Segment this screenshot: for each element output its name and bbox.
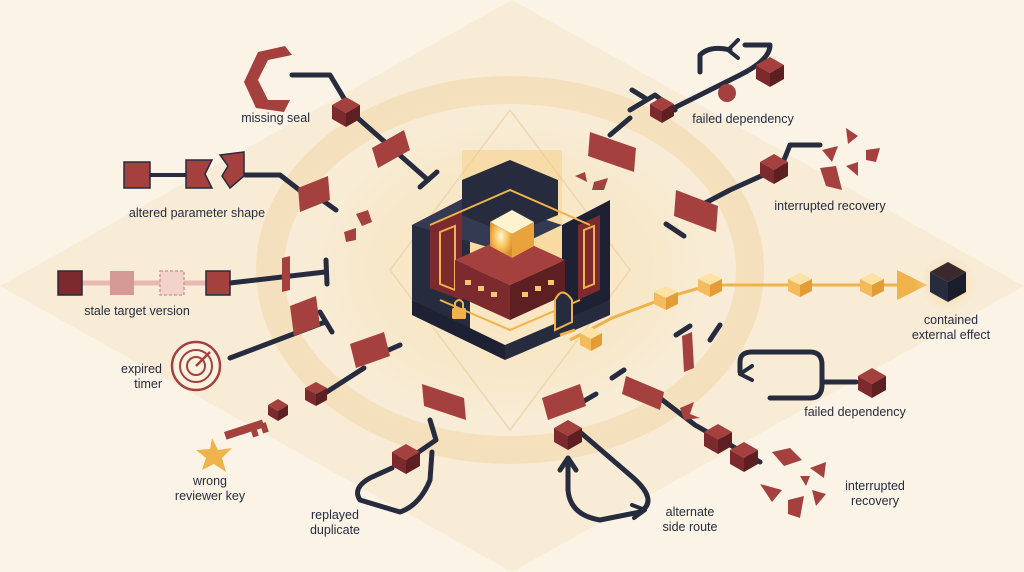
label-contained-external-effect-line1: contained [923, 313, 979, 327]
fortress-icon [412, 150, 610, 360]
failed-dependency-line-right [673, 322, 859, 401]
node-cube [704, 424, 732, 454]
label-interrupted-recovery-bottom: interrupted recovery [830, 479, 920, 509]
label-replayed-duplicate-line1: replayed [311, 508, 359, 522]
glowing-cube-icon [914, 249, 982, 317]
amber-cube [788, 273, 812, 297]
label-wrong-reviewer-key-line1: wrong [192, 474, 228, 488]
node-cube [268, 399, 288, 421]
node-cube [392, 444, 420, 474]
label-contained-external-effect: contained external effect [896, 313, 1006, 343]
node-circle [718, 84, 736, 102]
label-expired-timer: expired timer [92, 362, 162, 392]
label-interrupted-recovery-bottom-line2: recovery [851, 494, 899, 508]
label-contained-external-effect-line2: external effect [911, 328, 991, 342]
seal-bracket-icon [244, 46, 292, 112]
label-expired-timer-line1: expired [121, 362, 162, 376]
lock-icon [452, 299, 466, 319]
node-cube [756, 57, 784, 87]
amber-cube [654, 286, 678, 310]
label-interrupted-recovery-top: interrupted recovery [774, 199, 886, 213]
label-interrupted-recovery-bottom-line1: interrupted [845, 479, 905, 493]
label-replayed-duplicate-line2: duplicate [309, 523, 361, 537]
node-cube [305, 382, 327, 406]
amber-cube [860, 273, 884, 297]
shard-fragments-icon [760, 448, 826, 518]
node-cube [332, 97, 360, 127]
shard-fragments-icon [575, 128, 880, 420]
parameter-shape-blocks [123, 151, 245, 190]
node-cube [730, 442, 758, 472]
label-alternate-side-route: alternate side route [640, 505, 740, 535]
version-blocks [57, 270, 231, 296]
amber-cube [580, 327, 602, 351]
label-wrong-reviewer-key: wrong reviewer key [160, 474, 260, 504]
node-cube [650, 97, 674, 123]
node-cube [760, 154, 788, 184]
stale-target-line [227, 257, 330, 287]
label-altered-parameter-shape: altered parameter shape [128, 206, 266, 220]
label-wrong-reviewer-key-line2: reviewer key [174, 489, 246, 503]
barrier-block-icon [282, 130, 718, 420]
label-alternate-side-route-line2: side route [662, 520, 718, 534]
label-stale-target-version: stale target version [84, 304, 190, 318]
node-cube [858, 368, 886, 398]
label-failed-dependency-right: failed dependency [804, 405, 906, 419]
label-expired-timer-line2: timer [134, 377, 162, 391]
label-replayed-duplicate: replayed duplicate [290, 508, 380, 538]
label-failed-dependency-top: failed dependency [692, 112, 794, 126]
label-alternate-side-route-line1: alternate [665, 505, 715, 519]
node-cube [554, 420, 582, 450]
label-missing-seal: missing seal [241, 111, 310, 125]
shard-fragments-icon [344, 210, 372, 242]
amber-cube [698, 273, 722, 297]
timer-dial-icon [170, 340, 222, 392]
key-icon [196, 419, 269, 472]
